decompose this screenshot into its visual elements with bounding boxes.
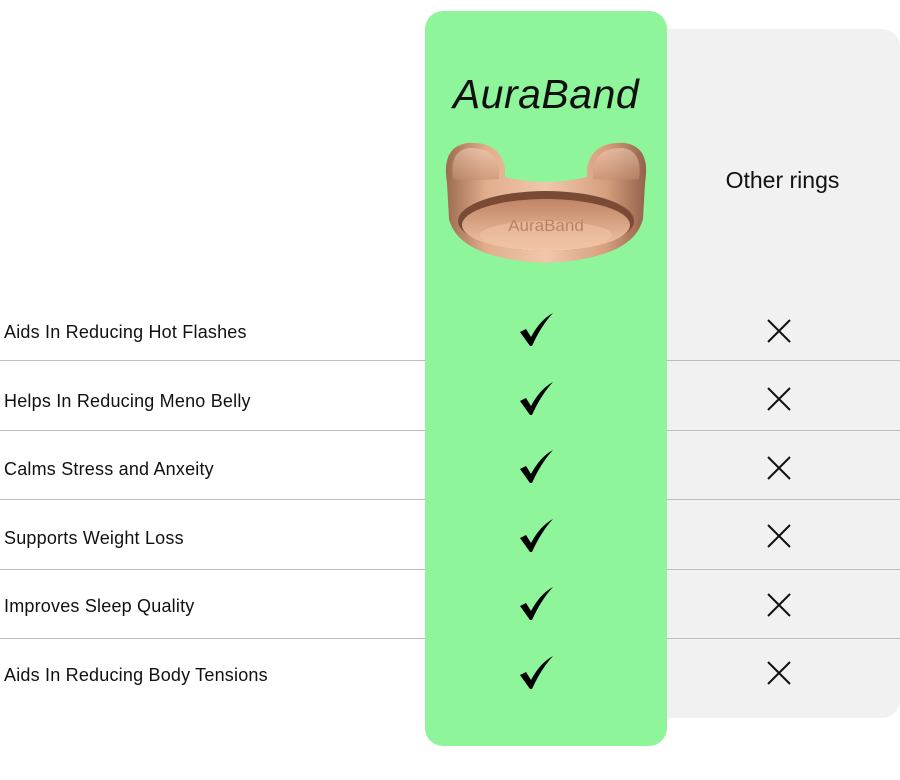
checkmark-icon — [520, 382, 553, 415]
other-rings-title: Other rings — [725, 167, 840, 193]
cross-icon — [767, 319, 791, 343]
ring-engraving: AuraBand — [508, 216, 584, 235]
cross-icon — [767, 661, 791, 685]
brand-title: AuraBand — [452, 71, 640, 117]
checkmark-icon — [520, 519, 553, 552]
cross-icon — [767, 387, 791, 411]
cross-icon — [767, 524, 791, 548]
feature-label: Helps In Reducing Meno Belly — [4, 391, 251, 411]
checkmark-icon — [520, 313, 553, 346]
feature-label: Calms Stress and Anxeity — [4, 459, 214, 479]
feature-label: Aids In Reducing Hot Flashes — [4, 322, 247, 342]
feature-label: Improves Sleep Quality — [4, 596, 195, 616]
checkmark-icon — [520, 450, 553, 483]
auraband-column: AuraBand — [425, 11, 667, 746]
cross-icon — [767, 456, 791, 480]
checkmark-icon — [520, 656, 553, 689]
ring-image: AuraBand — [445, 142, 647, 263]
feature-label: Aids In Reducing Body Tensions — [4, 665, 268, 685]
cross-icon — [767, 593, 791, 617]
checkmark-icon — [520, 587, 553, 620]
feature-label: Supports Weight Loss — [4, 528, 184, 548]
